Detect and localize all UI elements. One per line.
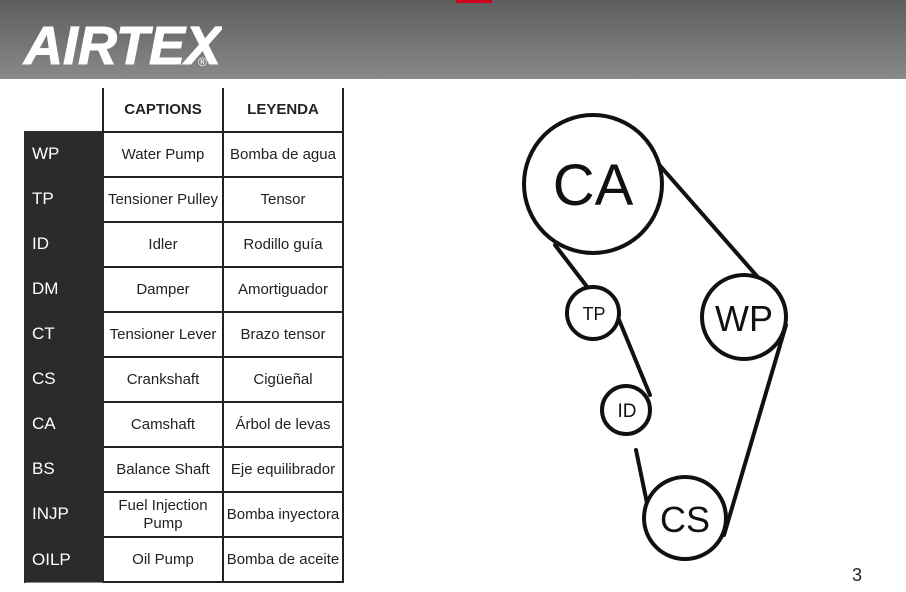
row-leyenda: Bomba inyectora [222,491,344,538]
row-code: CS [24,356,104,403]
row-caption: Oil Pump [102,536,224,583]
row-caption: Balance Shaft [102,446,224,493]
pulley-label-id: ID [618,401,637,422]
row-leyenda: Brazo tensor [222,311,344,358]
row-code: INJP [24,491,104,538]
legend-table: CAPTIONS LEYENDA WP Water Pump Bomba de … [24,88,344,583]
row-caption: Fuel Injection Pump [102,491,224,538]
table-row: DM Damper Amortiguador [24,266,344,313]
row-caption: Damper [102,266,224,313]
table-row: BS Balance Shaft Eje equilibrador [24,446,344,493]
pulley-id [600,384,652,436]
row-code: WP [24,131,104,178]
row-code: CA [24,401,104,448]
row-caption: Tensioner Lever [102,311,224,358]
pulley-wp [700,273,788,361]
table-row: CS Crankshaft Cigüeñal [24,356,344,403]
row-leyenda: Bomba de aceite [222,536,344,583]
pulley-tp [565,285,621,341]
logo-registered-mark: ® [198,55,207,69]
belt-routing-diagram: CA WP TP ID CS [522,113,788,561]
pulley-cs [642,475,728,561]
row-code: OILP [24,536,104,583]
row-leyenda: Eje equilibrador [222,446,344,493]
header-blank-cell [25,88,104,132]
row-caption: Water Pump [102,131,224,178]
row-leyenda: Tensor [222,176,344,223]
table-row: WP Water Pump Bomba de agua [24,131,344,178]
table-row: OILP Oil Pump Bomba de aceite [24,536,344,583]
row-leyenda: Bomba de agua [222,131,344,178]
pulley-label-ca: CA [553,153,634,218]
row-code: TP [24,176,104,223]
row-leyenda: Amortiguador [222,266,344,313]
pulley-label-cs: CS [660,499,710,540]
row-leyenda: Rodillo guía [222,221,344,268]
logo-text: AIRTEX [22,16,222,72]
header-accent-mark [456,0,492,3]
row-caption: Camshaft [102,401,224,448]
row-code: DM [24,266,104,313]
table-row: INJP Fuel Injection Pump Bomba inyectora [24,491,344,538]
row-code: CT [24,311,104,358]
belt-segment [722,323,788,537]
row-leyenda: Árbol de levas [222,401,344,448]
row-leyenda: Cigüeñal [222,356,344,403]
page-number: 3 [852,565,863,585]
header-bar: AIRTEX ® [0,0,906,79]
row-caption: Crankshaft [102,356,224,403]
table-row: ID Idler Rodillo guía [24,221,344,268]
pulley-label-tp: TP [582,304,605,324]
table-row: CT Tensioner Lever Brazo tensor [24,311,344,358]
row-code: BS [24,446,104,493]
belt-segment [634,448,650,510]
header-leyenda: LEYENDA [222,88,344,133]
table-row: CA Camshaft Árbol de levas [24,401,344,448]
belt-segment [553,243,590,290]
airtex-logo: AIRTEX ® [22,16,222,73]
row-code: ID [24,221,104,268]
row-caption: Tensioner Pulley [102,176,224,223]
row-caption: Idler [102,221,224,268]
table-row: TP Tensioner Pulley Tensor [24,176,344,223]
header-captions: CAPTIONS [102,88,224,133]
pulley-ca [522,113,664,255]
pulley-label-wp: WP [715,298,773,339]
